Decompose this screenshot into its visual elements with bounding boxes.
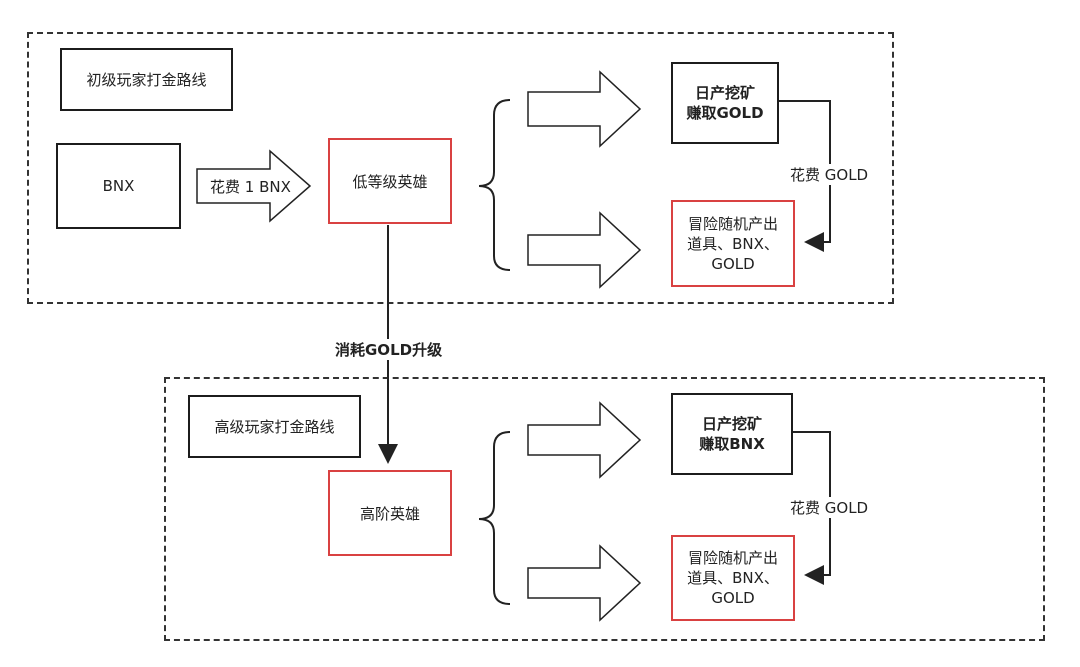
high-tier-hero-box: 高阶英雄 [328, 470, 452, 556]
advanced-mining-box: 日产挖矿 赚取BNX [671, 393, 793, 475]
beginner-route-title: 初级玩家打金路线 [60, 48, 233, 111]
advanced-bracket [478, 431, 511, 605]
advanced-arrow-bottom [527, 544, 642, 622]
beginner-arrow-bottom [527, 211, 642, 289]
upgrade-label: 消耗GOLD升级 [333, 339, 445, 360]
beginner-arrow-top [527, 70, 642, 148]
low-level-hero-box: 低等级英雄 [328, 138, 452, 224]
beginner-route-region [27, 32, 894, 304]
beginner-adventure-line3: GOLD [711, 254, 755, 273]
beginner-adventure-line2: 道具、BNX、 [687, 234, 779, 253]
beginner-adventure-line1: 冒险随机产出 [687, 214, 778, 233]
low-level-hero-text: 低等级英雄 [352, 172, 428, 191]
beginner-mining-line1: 日产挖矿 [694, 84, 755, 102]
beginner-adventure-box: 冒险随机产出 道具、BNX、 GOLD [671, 200, 795, 287]
beginner-spend-gold-label: 花费 GOLD [790, 164, 869, 185]
bnx-box: BNX [56, 143, 181, 229]
beginner-bracket [478, 99, 511, 271]
spend-bnx-label: 花费 1 BNX [210, 178, 291, 196]
advanced-mining-line2: 赚取BNX [699, 435, 765, 453]
advanced-adventure-line1: 冒险随机产出 [687, 549, 778, 567]
beginner-mining-line2: 赚取GOLD [686, 104, 764, 122]
spend-bnx-arrow [196, 149, 312, 223]
beginner-route-title-text: 初级玩家打金路线 [86, 71, 207, 89]
advanced-route-title: 高级玩家打金路线 [188, 395, 361, 458]
advanced-adventure-line2: 道具、BNX、 [687, 569, 779, 587]
bnx-box-text: BNX [102, 177, 135, 195]
advanced-route-title-text: 高级玩家打金路线 [214, 418, 335, 436]
advanced-route-region [164, 377, 1045, 641]
beginner-mining-box: 日产挖矿 赚取GOLD [671, 62, 779, 144]
advanced-mining-line1: 日产挖矿 [701, 415, 762, 433]
advanced-adventure-box: 冒险随机产出 道具、BNX、 GOLD [671, 535, 795, 621]
advanced-adventure-line3: GOLD [711, 589, 755, 607]
advanced-arrow-top [527, 401, 642, 479]
high-tier-hero-text: 高阶英雄 [359, 504, 420, 523]
advanced-spend-gold-label: 花费 GOLD [790, 497, 869, 518]
